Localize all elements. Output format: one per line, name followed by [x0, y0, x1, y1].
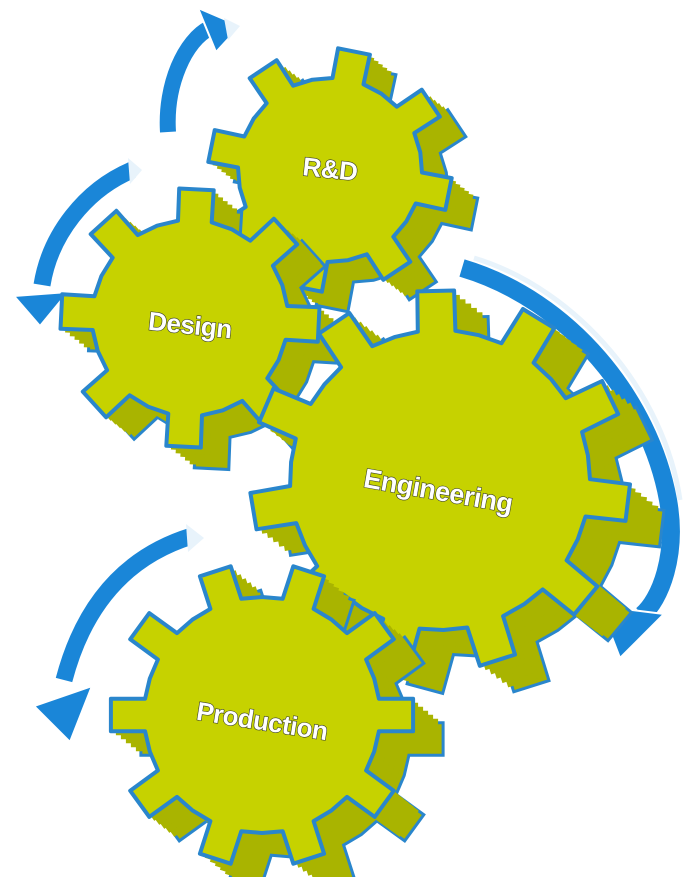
gear-label-rnd: R&D — [301, 151, 359, 187]
gears-layer — [58, 46, 666, 877]
gear-production — [108, 564, 445, 877]
cycle-arrow-icon — [11, 158, 142, 328]
cycle-arrow-icon — [32, 524, 204, 744]
cycle-arrow-icon — [159, 6, 242, 133]
gear-engineering — [248, 288, 666, 696]
